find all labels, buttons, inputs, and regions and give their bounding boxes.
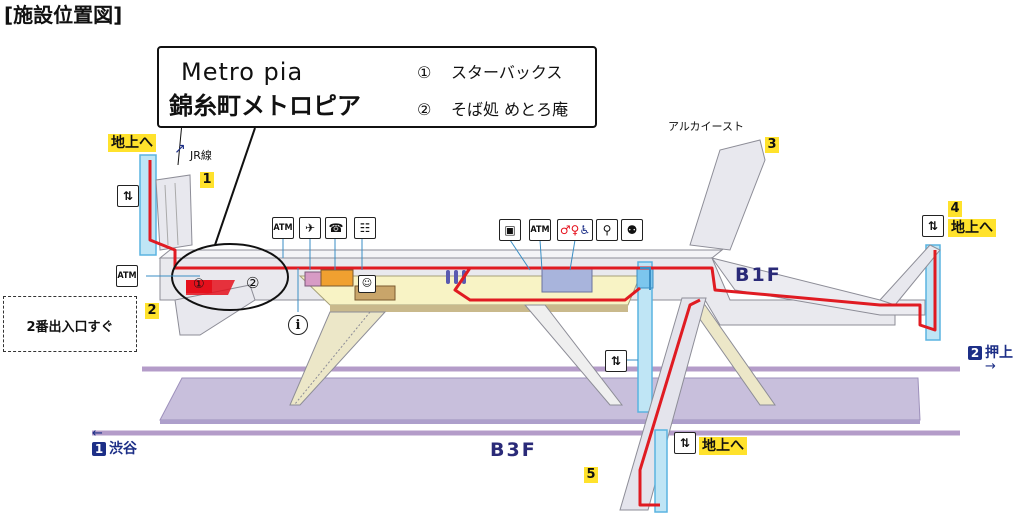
exit-5-ground-label: 地上へ	[699, 437, 747, 455]
ticket-machine-icon: ☎	[325, 217, 347, 239]
shop-box-orange	[320, 269, 354, 287]
direction-oshiage-label: 押上	[985, 345, 1013, 361]
elevator-shaft-5	[654, 429, 668, 513]
exit-2-structure	[174, 284, 256, 336]
atm-icon: ATM	[529, 219, 551, 241]
elevator-icon: ⇅	[605, 350, 627, 372]
toilet-icon: ♂♀♿	[557, 219, 593, 241]
stairs-left	[289, 311, 387, 406]
map-marker-1: ①	[193, 277, 205, 292]
legend-item-1-number: ①	[417, 63, 432, 82]
elevator-icon: ⇅	[922, 215, 944, 237]
arrow-left-icon: ←	[92, 426, 103, 441]
elevator-icon: ⇅	[117, 185, 139, 207]
nursing-room-icon: ⚉	[621, 219, 643, 241]
route-blue-segment	[640, 267, 651, 290]
exit-1-structure	[139, 154, 193, 256]
jr-line-label: JR線	[190, 149, 212, 162]
page-title: [施設位置図]	[4, 3, 123, 27]
exit-1-number: 1	[200, 172, 214, 188]
exit-3-number: 3	[765, 137, 779, 153]
direction-shibuya-number: 1	[92, 442, 106, 456]
ticket-gate-icon: ✈	[299, 217, 321, 239]
callout-pointer	[214, 127, 256, 246]
facility-box-blue	[541, 267, 593, 293]
exit-4-number: 4	[948, 201, 962, 217]
exit-1-ground-label: 地上へ	[108, 134, 156, 152]
b3f-platform	[159, 377, 921, 424]
legend-item-2-number: ②	[417, 100, 432, 119]
arrow-up-icon: ↗	[174, 141, 186, 157]
floor-b3f-label: B3F	[490, 439, 537, 461]
legend-item-1-label: スターバックス	[451, 63, 563, 82]
passage-exit-5	[619, 297, 707, 511]
arrow-right-icon: →	[985, 359, 996, 374]
note-text: 2番出入口すぐ	[26, 320, 114, 335]
exit-5-number: 5	[584, 467, 598, 483]
atm-icon: ATM	[272, 217, 294, 239]
elevator-shaft-center	[637, 261, 653, 413]
exit-2-number: 2	[145, 303, 159, 319]
ticket-office-icon: ☺	[358, 275, 376, 293]
shop-starbucks-area	[186, 280, 235, 295]
brand-name-jp: 錦糸町メトロピア	[169, 92, 361, 120]
elevator-icon: ⇅	[674, 432, 696, 454]
exit-3-structure	[689, 139, 766, 251]
accessible-route	[148, 160, 937, 507]
exit-4-structure	[879, 244, 941, 341]
fare-adjust-icon: ☷	[354, 217, 376, 239]
exit-4-ground-label: 地上へ	[948, 219, 996, 237]
brand-name-en: Metro pia	[181, 58, 304, 86]
map-marker-2: ②	[246, 274, 260, 292]
note-box: 2番出入口すぐ	[3, 296, 137, 352]
direction-shibuya-label: 渋谷	[109, 441, 137, 457]
callout-ellipse	[171, 243, 289, 311]
exit-3-destination: アルカイースト	[668, 120, 745, 133]
stairs-center-left	[523, 304, 624, 406]
atm-icon: ATM	[116, 265, 138, 287]
legend-box: Metro pia 錦糸町メトロピア ① スターバックス ② そば処 めとろ庵	[157, 46, 597, 128]
shop-box-pink	[304, 271, 322, 287]
icon-leader-lines	[146, 238, 638, 361]
info-icon: i	[288, 315, 308, 335]
accessible-toilet-icon: ⚲	[596, 219, 618, 241]
coin-locker-icon: ▣	[499, 219, 521, 241]
legend-item-2-label: そば処 めとろ庵	[451, 100, 569, 119]
direction-oshiage-number: 2	[968, 346, 982, 360]
floor-b1f-label: B1F	[735, 264, 782, 286]
